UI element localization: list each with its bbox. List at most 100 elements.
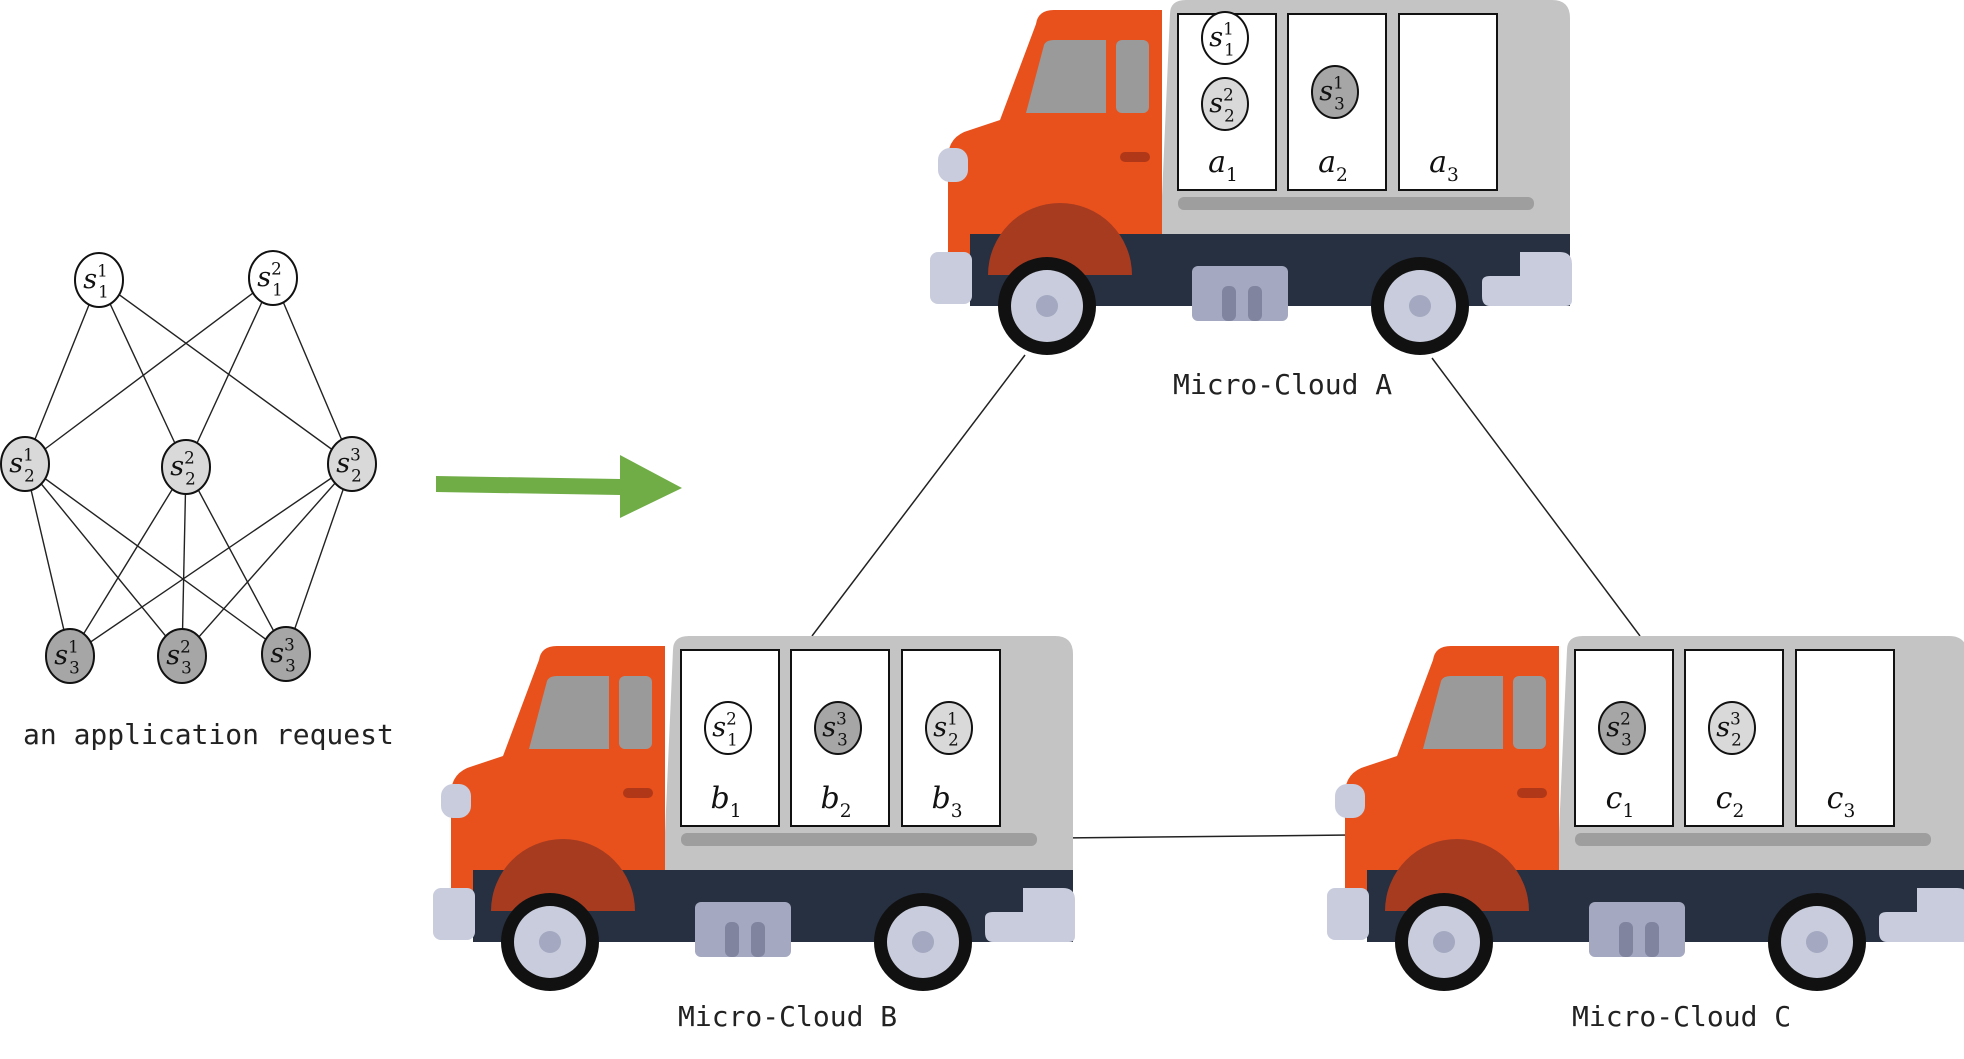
cargo-rail bbox=[1575, 833, 1931, 846]
placement-arrow bbox=[436, 455, 682, 518]
service-node-circle bbox=[814, 701, 862, 755]
fuel-tank bbox=[1192, 266, 1288, 321]
rear-wheel bbox=[874, 893, 972, 991]
slot-label: b2 bbox=[820, 781, 851, 822]
request-edge bbox=[185, 466, 287, 655]
fuel-tank bbox=[695, 902, 791, 957]
hub-center bbox=[912, 931, 934, 953]
cab-side-window bbox=[1513, 676, 1546, 749]
cargo-rail bbox=[1178, 197, 1534, 210]
tank-strap bbox=[1645, 922, 1659, 957]
service-node-circle bbox=[45, 628, 95, 684]
slot-label: a3 bbox=[1429, 145, 1459, 186]
wheel-arch bbox=[1385, 839, 1529, 911]
slot-label: c1 bbox=[1606, 781, 1635, 822]
cargo-rail bbox=[681, 833, 1037, 846]
request-edge bbox=[181, 463, 353, 657]
rear-bumper bbox=[1879, 888, 1964, 942]
cab-window bbox=[1423, 676, 1503, 749]
wheel-arch bbox=[491, 839, 635, 911]
service-node-circle bbox=[1598, 701, 1646, 755]
service-node-circle bbox=[161, 439, 211, 495]
cab-window bbox=[529, 676, 609, 749]
slot-label: a1 bbox=[1208, 145, 1238, 186]
link-b-c bbox=[1059, 834, 1351, 839]
slot-label: c3 bbox=[1827, 781, 1856, 822]
request-edge bbox=[98, 279, 353, 465]
link-a-b bbox=[811, 354, 1026, 637]
truck-cab bbox=[948, 10, 1162, 275]
service-node-circle bbox=[327, 436, 377, 492]
request-edge bbox=[24, 463, 183, 657]
hub-center bbox=[1806, 931, 1828, 953]
rear-wheel bbox=[1371, 257, 1469, 355]
front-wheel bbox=[998, 257, 1096, 355]
front-wheel bbox=[501, 893, 599, 991]
truck-cab bbox=[451, 646, 665, 911]
hub-center bbox=[1409, 295, 1431, 317]
tank-strap bbox=[751, 922, 765, 957]
slot-label: a2 bbox=[1318, 145, 1348, 186]
service-node-circle bbox=[1708, 701, 1756, 755]
rear-wheel bbox=[1768, 893, 1866, 991]
door-handle bbox=[623, 788, 653, 798]
headlight bbox=[441, 784, 471, 818]
request-edge bbox=[185, 277, 274, 468]
request-edge bbox=[24, 463, 71, 657]
service-node-circle bbox=[74, 252, 124, 308]
tank-strap bbox=[1619, 922, 1633, 957]
micro-cloud-b-label: Micro-Cloud B bbox=[678, 1000, 898, 1033]
slot-box bbox=[1795, 649, 1895, 827]
front-wheel bbox=[1395, 893, 1493, 991]
request-edge bbox=[24, 463, 287, 655]
rear-bumper bbox=[985, 888, 1075, 942]
truck-cab bbox=[1345, 646, 1559, 911]
request-label: an application request bbox=[23, 718, 394, 751]
front-bumper bbox=[930, 252, 972, 304]
fuel-tank bbox=[1589, 902, 1685, 957]
tank-strap bbox=[725, 922, 739, 957]
service-node-circle bbox=[0, 436, 50, 492]
micro-cloud-a-label: Micro-Cloud A bbox=[1173, 368, 1393, 401]
headlight bbox=[938, 148, 968, 182]
slot-label: b3 bbox=[931, 781, 962, 822]
link-a-c bbox=[1431, 357, 1641, 637]
wheel-arch bbox=[988, 203, 1132, 275]
front-bumper bbox=[1327, 888, 1369, 940]
